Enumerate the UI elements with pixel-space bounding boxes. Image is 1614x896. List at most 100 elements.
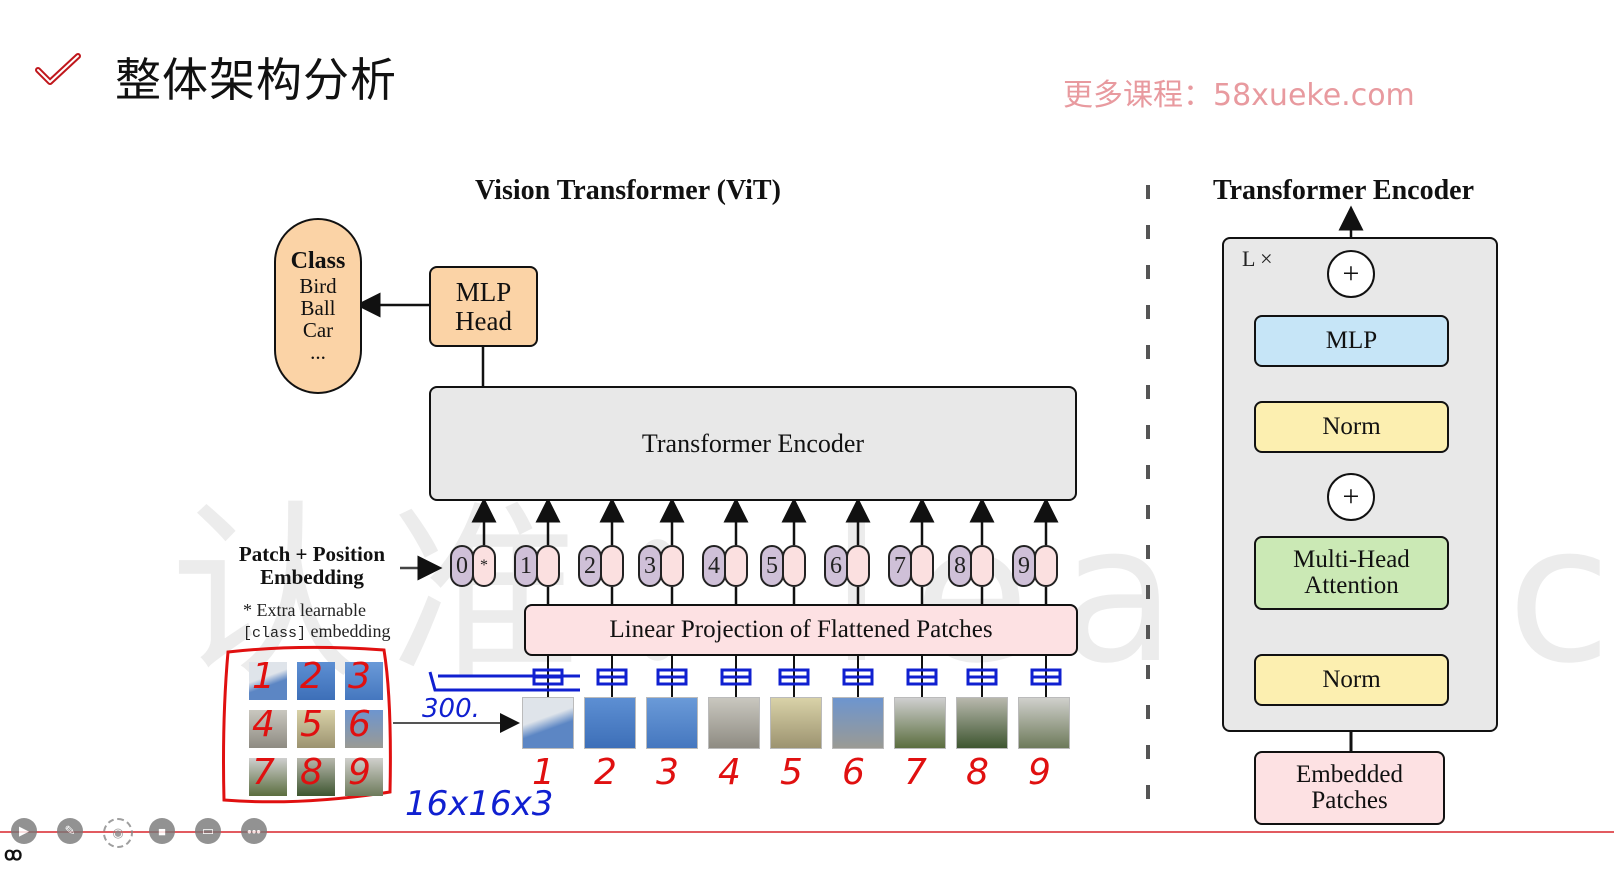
ink-grid-number: 7 (252, 752, 275, 793)
token-embedding-7 (910, 545, 934, 587)
camera-icon[interactable]: ■ (149, 818, 175, 844)
promo-text: 更多课程：58xueke.com (1063, 78, 1415, 113)
embedded-patches-block: Embedded Patches (1254, 751, 1445, 825)
comment-icon[interactable]: ▭ (195, 818, 221, 844)
note-rest: embedding (306, 620, 391, 641)
grid-patch (297, 710, 335, 748)
ink-patch-mark (720, 668, 752, 686)
ink-grid-number: 5 (300, 704, 323, 745)
token-position-0: 0 (450, 545, 474, 587)
ink-sequence-number: 1 (532, 752, 555, 793)
token-embedding-8 (970, 545, 994, 587)
token-embedding-3 (660, 545, 684, 587)
sequence-patch (1018, 697, 1070, 749)
ink-sequence-number: 5 (780, 752, 803, 793)
token-position-8: 8 (948, 545, 972, 587)
attention-line1: Multi-Head (1293, 545, 1410, 573)
mlp-block: MLP (1254, 315, 1449, 367)
attention-line2: Attention (1304, 572, 1399, 599)
ink-grid-outline (222, 645, 392, 804)
ink-grid-number: 8 (300, 752, 323, 793)
linear-projection-box: Linear Projection of Flattened Patches (524, 604, 1078, 656)
note-line1: * Extra learnable (243, 600, 366, 620)
class-item: Bird (299, 273, 337, 298)
ink-grid-number: 4 (252, 704, 275, 745)
ink-patch-mark (966, 668, 998, 686)
token-embedding-1 (536, 545, 560, 587)
token-position-2: 2 (578, 545, 602, 587)
add-circle-bottom: + (1327, 473, 1375, 521)
transformer-encoder-box: Transformer Encoder (429, 386, 1077, 501)
sequence-patch (832, 697, 884, 749)
sequence-patch (584, 697, 636, 749)
ink-grid-number: 3 (348, 656, 371, 697)
mlp-head-line2: Head (455, 305, 512, 336)
class-heading: Class (290, 248, 346, 275)
token-embedding-4 (724, 545, 748, 587)
embedded-line2: Patches (1311, 787, 1388, 814)
token-embedding-0: * (472, 545, 496, 587)
embedding-label-line2: Embedding (260, 565, 364, 590)
norm-label: Norm (1322, 665, 1381, 693)
grid-patch (249, 758, 287, 796)
sequence-patch (646, 697, 698, 749)
ink-sequence-number: 2 (594, 752, 617, 793)
grid-patch (297, 662, 335, 700)
checkmark-icon (35, 53, 81, 85)
multi-head-attention-block: Multi-Head Attention (1254, 536, 1449, 610)
ink-sequence-number: 7 (904, 752, 927, 793)
token-embedding-5 (782, 545, 806, 587)
ink-grid-number: 2 (300, 656, 323, 697)
screenshot-icon[interactable]: ◉ (103, 818, 133, 848)
norm-block-bottom: Norm (1254, 654, 1449, 706)
token-position-7: 7 (888, 545, 912, 587)
app-logo-icon: ꝏ (4, 844, 23, 864)
ink-grid-number: 9 (348, 752, 371, 793)
sequence-patch (708, 697, 760, 749)
vit-title: Vision Transformer (ViT) (475, 175, 781, 206)
ink-sequence-number: 4 (718, 752, 741, 793)
embedded-line1: Embedded (1296, 760, 1403, 788)
token-position-9: 9 (1012, 545, 1036, 587)
class-output-box: Class Bird Ball Car ... (274, 218, 362, 394)
plus-icon: + (1342, 480, 1360, 514)
token-position-1: 1 (514, 545, 538, 587)
token-position-4: 4 (702, 545, 726, 587)
ink-patch-mark (1030, 668, 1062, 686)
pen-icon[interactable]: ✎ (57, 818, 83, 844)
note-code: [class] (243, 624, 307, 642)
ink-patch-mark (656, 668, 688, 686)
class-embedding-note: * Extra learnable [class] embedding (243, 600, 391, 642)
more-icon[interactable]: ••• (241, 818, 267, 844)
slide-title: 整体架构分析 (115, 53, 397, 107)
embedding-label: Patch + Position Embedding (232, 542, 392, 590)
token-embedding-9 (1034, 545, 1058, 587)
sequence-patch (956, 697, 1008, 749)
repeat-label: L × (1242, 246, 1273, 271)
ink-patch-mark (532, 668, 564, 686)
linear-projection-label: Linear Projection of Flattened Patches (609, 615, 993, 643)
ink-patch-mark (906, 668, 938, 686)
token-embedding-2 (600, 545, 624, 587)
encoder-detail-title: Transformer Encoder (1213, 175, 1475, 206)
class-item: ... (310, 339, 326, 364)
mlp-head-box: MLP Head (429, 266, 538, 347)
ink-sequence-number: 8 (966, 752, 989, 793)
transformer-encoder-label: Transformer Encoder (641, 428, 865, 458)
token-position-5: 5 (760, 545, 784, 587)
plus-icon: + (1342, 257, 1360, 291)
class-item: Car (302, 317, 334, 342)
play-icon[interactable]: ▶ (11, 818, 37, 844)
sequence-patch (894, 697, 946, 749)
ink-patch-mark (842, 668, 874, 686)
grid-patch (249, 710, 287, 748)
ink-sequence-number: 3 (656, 752, 679, 793)
ink-sequence-number: 6 (842, 752, 865, 793)
embedding-label-line1: Patch + Position (238, 542, 386, 566)
class-item: Ball (300, 295, 336, 320)
norm-label: Norm (1322, 412, 1381, 440)
ink-shape-note: 16x16x3 (405, 784, 554, 824)
grid-patch (345, 710, 383, 748)
token-position-3: 3 (638, 545, 662, 587)
ink-patch-mark (596, 668, 628, 686)
